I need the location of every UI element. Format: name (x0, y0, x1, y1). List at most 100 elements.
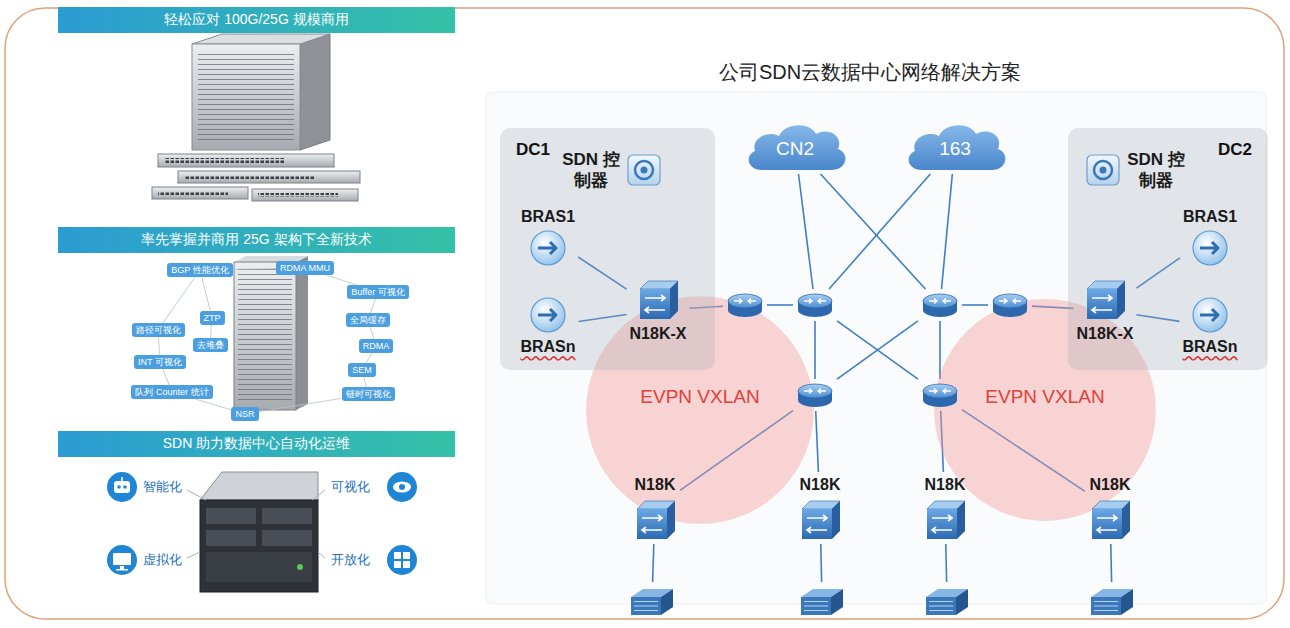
feature-tag: 队列 Counter 统计 (131, 385, 212, 399)
text-holder: SDN 控制器 (562, 149, 620, 191)
connector (767, 304, 793, 306)
sw-icon (832, 501, 840, 539)
sw-icon (1092, 295, 1112, 313)
rack-icon (926, 597, 956, 615)
node-text: N18K-X (630, 324, 687, 343)
connector (233, 268, 276, 270)
chassis-photo (296, 256, 308, 410)
router-icon (796, 292, 834, 318)
feature-icon (107, 472, 417, 575)
feature-icon (123, 485, 127, 489)
rack-icon (924, 585, 970, 615)
node-text: NSR (235, 408, 254, 420)
leader-line (187, 490, 325, 558)
text-holder: N18K (635, 475, 676, 494)
server-photo (206, 552, 312, 582)
text-holder: 队列 Counter 统计 (135, 386, 208, 398)
feature-icon (403, 552, 410, 559)
connector (163, 277, 195, 323)
connector (939, 321, 941, 379)
node-text: EVPN VXLAN (985, 386, 1104, 408)
feature-icon (394, 561, 401, 568)
sdn-icon (635, 161, 653, 179)
section-header: 轻松应对 100G/25G 规模商用 (58, 7, 455, 33)
leaf-switch: N18K (1085, 472, 1135, 544)
node-text: 队列 Counter 统计 (135, 386, 208, 398)
feature-tag: INT 可视化 (134, 355, 186, 369)
server-photo (297, 564, 303, 570)
feature-tag: 路径可视化 (132, 323, 185, 337)
node-text: 链时可视化 (346, 388, 391, 400)
router-icon (921, 292, 959, 318)
sw-icon (923, 497, 967, 541)
sw-icon (640, 289, 670, 319)
server-photo (200, 472, 318, 592)
text-holder: SDN 控制器 (1127, 149, 1185, 191)
switch-product-photo (300, 34, 330, 150)
bras-icon (1193, 298, 1227, 332)
text-holder: BRAS1 (521, 207, 575, 226)
bras-icon (1200, 309, 1218, 321)
switch-product-photo (198, 52, 294, 142)
node-text: BRAS1 (1183, 207, 1237, 226)
text-holder: RDMA MMU (280, 262, 330, 274)
router-icon (921, 382, 959, 408)
switch-product-photo (192, 34, 330, 44)
sdn-icon (1100, 167, 1107, 174)
text-holder: BGP 性能优化 (171, 264, 228, 276)
section-header: 率先掌握并商用 25G 架构下全新技术 (58, 227, 455, 253)
feature-icon (394, 552, 401, 559)
feature-tag: NSR (231, 407, 258, 421)
switch-product-photo (178, 171, 360, 183)
sw-icon (1117, 281, 1125, 319)
router-icon (798, 384, 832, 398)
sdn-icon (641, 167, 648, 174)
text-holder: EVPN VXLAN (985, 386, 1104, 408)
switch-product-photo (184, 175, 314, 179)
bras-icon (529, 296, 567, 334)
feature-tag: 去堆叠 (193, 338, 228, 352)
sw-icon (645, 295, 665, 313)
connector (816, 411, 819, 472)
bras-device: BRAS1 (518, 204, 578, 270)
router-icon (923, 294, 957, 308)
feature-icon (107, 545, 137, 575)
chassis-photo (238, 268, 292, 404)
rack-icon (631, 597, 661, 615)
feature-icon (116, 569, 128, 571)
isp-cloud: CN2 (740, 118, 850, 174)
switch-product-photo (252, 189, 358, 201)
connector (210, 325, 212, 338)
node-text: N18K-X (1077, 324, 1134, 343)
section-header: SDN 助力数据中心自动化运维 (58, 431, 455, 457)
connector (821, 174, 926, 289)
connector (653, 544, 654, 582)
switch-product-photo (152, 187, 248, 199)
node-text: INT 可视化 (138, 356, 182, 368)
text-holder: 全局缓存 (350, 314, 386, 326)
router (918, 289, 962, 321)
switch-product-photo (192, 44, 300, 150)
evpn-zone-outline (586, 296, 814, 524)
sw-icon (670, 281, 678, 319)
evpn-zone-outline (934, 299, 1156, 521)
rack-icon (1091, 597, 1121, 615)
connector (945, 544, 947, 582)
text-holder: INT 可视化 (138, 356, 182, 368)
leaf-switch: N18K (795, 472, 845, 544)
router-icon (923, 384, 957, 398)
core-switch: N18K-X (1074, 274, 1137, 346)
sw-icon (1087, 289, 1117, 319)
rack-icon (804, 602, 828, 611)
sdn-icon (626, 153, 662, 187)
feature-tag: 链时可视化 (342, 387, 395, 401)
text-holder: SDN 助力数据中心自动化运维 (163, 435, 350, 453)
rack-icon (634, 602, 658, 611)
router-icon (929, 299, 951, 304)
isp-cloud: 163 (900, 118, 1010, 174)
server-rack (921, 582, 973, 618)
server-photo (200, 500, 318, 592)
leaf-switch: N18K (630, 472, 680, 544)
text-holder: BRASn (520, 337, 575, 356)
connector (259, 398, 342, 411)
